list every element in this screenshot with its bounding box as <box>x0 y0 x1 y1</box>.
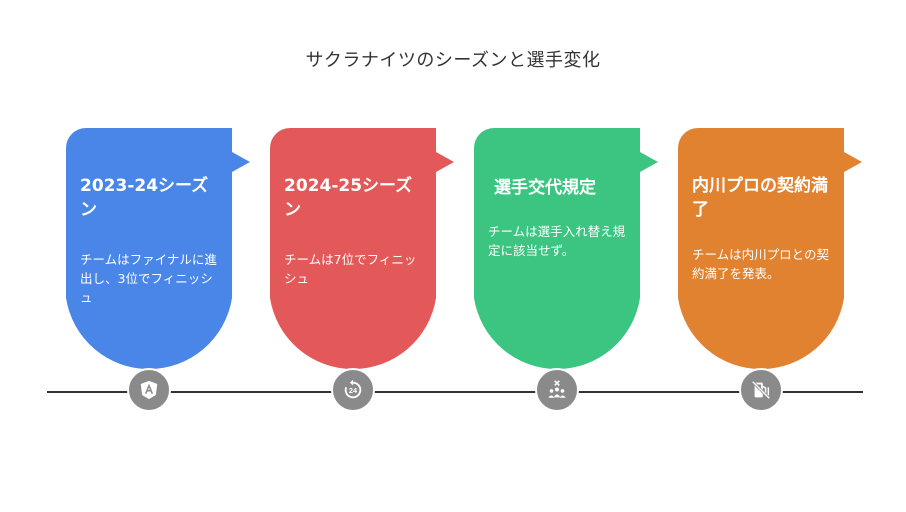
step-card-1: 2023-24シーズン チームはファイナルに進出し、3位でフィニッシュ <box>66 128 252 384</box>
angular-logo-icon <box>127 368 171 412</box>
svg-text:24: 24 <box>349 386 358 395</box>
refresh-24-icon: 24 <box>331 368 375 412</box>
step-title: 2023-24シーズン <box>80 176 209 220</box>
step-title: 選手交代規定 <box>494 178 596 198</box>
step-description: チームは7位でフィニッシュ <box>284 252 417 286</box>
step-description: チームは内川プロとの契約満了を発表。 <box>692 247 830 281</box>
step-description: チームは選手入れ替え規定に該当せず。 <box>488 224 626 258</box>
timeline-line <box>47 391 863 393</box>
step-title: 2024-25シーズン <box>284 176 413 220</box>
step-card-4-shape <box>678 128 862 370</box>
no-fuel-icon <box>739 368 783 412</box>
step-card-3-shape <box>474 128 658 370</box>
diagram-title: サクラナイツのシーズンと選手変化 <box>305 50 601 71</box>
step-description: チームはファイナルに進出し、3位でフィニッシュ <box>80 252 217 305</box>
step-title: 内川プロの契約満了 <box>692 176 828 220</box>
step-card-3: 選手交代規定 チームは選手入れ替え規定に該当せず。 <box>474 128 660 384</box>
group-x-icon <box>535 368 579 412</box>
step-card-2-shape <box>270 128 454 370</box>
step-card-4: 内川プロの契約満了 チームは内川プロとの契約満了を発表。 <box>678 128 864 384</box>
step-card-1-shape <box>66 128 250 370</box>
step-card-2: 2024-25シーズン チームは7位でフィニッシュ <box>270 128 456 384</box>
